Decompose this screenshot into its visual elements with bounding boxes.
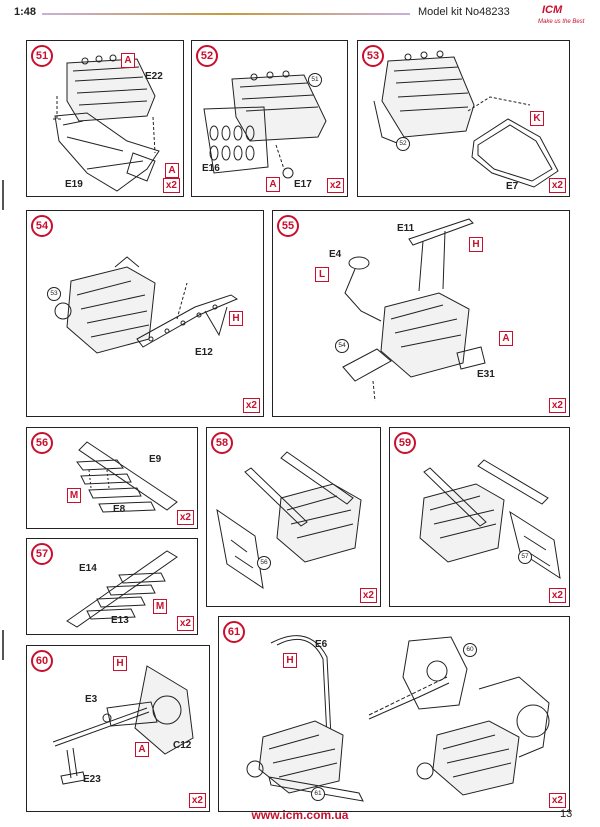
part-label: E31 — [477, 369, 495, 380]
kit-number: Model kit No48233 — [418, 6, 510, 18]
part-label: E19 — [65, 179, 83, 190]
paint-tag: A — [499, 331, 513, 346]
step-52-drawing — [203, 70, 327, 179]
paint-tag: M — [153, 599, 167, 614]
brand-logo: ICM — [542, 4, 563, 16]
part-label: E17 — [294, 179, 312, 190]
paint-tag: A — [121, 53, 135, 68]
step-reference: 60 — [463, 643, 477, 657]
step-57-panel: 57 E14 M E13 x2 — [26, 538, 198, 635]
step-reference: 51 — [308, 73, 322, 87]
part-label: E4 — [329, 249, 342, 260]
binding-mark — [2, 180, 4, 210]
step-55-drawing — [342, 218, 486, 402]
step-54-drawing — [54, 256, 239, 354]
part-label: E6 — [315, 639, 328, 650]
paint-tag: H — [283, 653, 297, 668]
step-number: 58 — [211, 432, 233, 454]
step-60-drawing — [52, 665, 194, 785]
part-label: E12 — [195, 347, 213, 358]
step-reference: 61 — [311, 787, 325, 801]
step-52-panel: 52 51 E16 A E17 x2 — [191, 40, 348, 197]
quantity-badge: x2 — [548, 178, 566, 193]
quantity-badge: x2 — [242, 398, 260, 413]
step-number: 54 — [31, 215, 53, 237]
step-51-panel: 51 A E22 E19 A x2 — [26, 40, 184, 197]
paint-tag: K — [530, 111, 544, 126]
paint-tag: A — [266, 177, 280, 192]
quantity-badge: x2 — [326, 178, 344, 193]
paint-tag: A — [165, 163, 179, 178]
step-58-panel: 58 56 x2 — [206, 427, 381, 607]
step-61-panel: 61 E6 H 60 61 x2 — [218, 616, 570, 812]
quantity-badge: x2 — [188, 793, 206, 808]
step-reference: 53 — [47, 287, 61, 301]
paint-tag: A — [135, 742, 149, 757]
part-label: E14 — [79, 563, 97, 574]
brand-tagline: Make us the Best — [538, 19, 585, 25]
step-number: 59 — [394, 432, 416, 454]
step-reference: 52 — [396, 137, 410, 151]
step-53-drawing — [373, 50, 559, 188]
step-number: 56 — [31, 432, 53, 454]
part-label: E23 — [83, 774, 101, 785]
page-number: 13 — [560, 808, 573, 820]
step-56-panel: 56 E9 M E8 x2 — [26, 427, 198, 529]
step-number: 53 — [362, 45, 384, 67]
step-58-drawing — [216, 451, 362, 590]
quantity-badge: x2 — [162, 178, 180, 193]
paint-tag: H — [113, 656, 127, 671]
paint-tag: H — [469, 237, 483, 252]
step-59-drawing — [419, 459, 561, 580]
step-61-drawing — [246, 635, 550, 802]
scale-label: 1:48 — [14, 6, 37, 18]
step-60-panel: 60 H E3 A C12 E23 x2 — [26, 645, 210, 812]
step-reference: 56 — [257, 556, 271, 570]
quantity-badge: x2 — [359, 588, 377, 603]
quantity-badge: x2 — [176, 510, 194, 525]
footer-url[interactable]: www.icm.com.ua — [251, 808, 349, 822]
quantity-badge: x2 — [548, 588, 566, 603]
step-number: 55 — [277, 215, 299, 237]
step-51-drawing — [53, 53, 160, 192]
step-59-panel: 59 57 x2 — [389, 427, 570, 607]
step-54-panel: 54 53 H E12 x2 — [26, 210, 264, 417]
step-56-drawing — [76, 441, 178, 513]
step-57-drawing — [66, 550, 178, 628]
part-label: E13 — [111, 615, 129, 626]
part-label: E3 — [85, 694, 98, 705]
paint-tag: L — [315, 267, 329, 282]
step-reference: 57 — [518, 550, 532, 564]
part-label: E22 — [145, 71, 163, 82]
binding-mark — [2, 630, 4, 660]
part-label: E11 — [397, 223, 415, 234]
part-label: E8 — [113, 504, 126, 515]
step-number: 60 — [31, 650, 53, 672]
step-55-panel: 55 E11 H E4 L 54 A E31 x2 — [272, 210, 570, 417]
quantity-badge: x2 — [176, 616, 194, 631]
part-label: E7 — [506, 181, 519, 192]
header-rule — [42, 13, 410, 15]
part-label: E16 — [202, 163, 220, 174]
step-number: 57 — [31, 543, 53, 565]
quantity-badge: x2 — [548, 398, 566, 413]
step-53-panel: 53 52 K E7 x2 — [357, 40, 570, 197]
step-number: 52 — [196, 45, 218, 67]
step-number: 61 — [223, 621, 245, 643]
quantity-badge: x2 — [548, 793, 566, 808]
step-reference: 54 — [335, 339, 349, 353]
part-label: E9 — [149, 454, 162, 465]
step-number: 51 — [31, 45, 53, 67]
part-label: C12 — [173, 740, 192, 751]
paint-tag: H — [229, 311, 243, 326]
paint-tag: M — [67, 488, 81, 503]
